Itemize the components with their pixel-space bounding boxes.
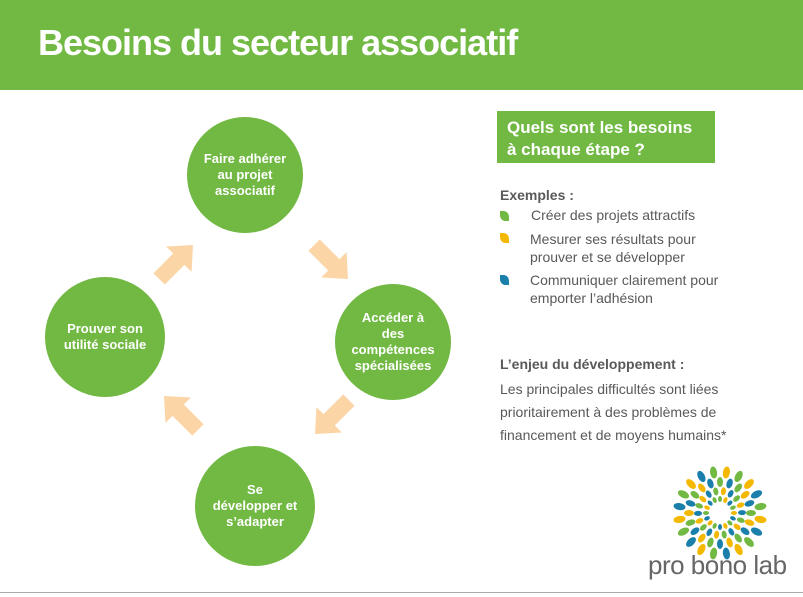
logo-leaf [736, 517, 745, 523]
question-box: Quels sont les besoins à chaque étape ? [497, 111, 715, 163]
cycle-step-join: Faire adhérer au projet associatif [187, 117, 303, 233]
logo-leaf [734, 543, 743, 556]
logo-leaf [723, 497, 728, 503]
arrow-up-left-icon [164, 396, 204, 436]
logo-leaf [730, 516, 736, 521]
logo-leaf [754, 515, 767, 523]
logo-leaf [673, 503, 686, 511]
logo-leaf [707, 520, 713, 526]
logo-leaf [714, 530, 720, 539]
logo-leaf [722, 547, 730, 560]
logo-leaf [736, 502, 745, 508]
logo-leaf [746, 510, 756, 516]
leaf-bullet-blue-icon [500, 275, 509, 285]
logo-leaf [705, 490, 712, 498]
cycle-step-skills: Accéder à des compétences spécialisées [335, 284, 451, 400]
logo-leaf [721, 530, 727, 539]
logo-leaf [712, 523, 717, 529]
logo-leaf [697, 543, 706, 556]
logo-leaf [685, 519, 696, 526]
logo-leaf [712, 497, 717, 503]
logo-leaf [706, 528, 713, 536]
leaf-bullet-green-icon [500, 211, 509, 221]
logo-leaf [744, 537, 754, 547]
logo-leaf [723, 523, 728, 529]
logo-leaf [728, 528, 735, 536]
logo-leaf [754, 503, 767, 511]
logo-leaf [677, 527, 690, 536]
logo-leaf [699, 495, 707, 503]
logo-leaf [673, 515, 686, 523]
logo-leaf [718, 496, 722, 502]
logo-leaf [740, 490, 750, 499]
logo-leaf [686, 479, 696, 489]
logo-text: pro bono lab [648, 550, 787, 580]
logo-leaf [695, 503, 704, 509]
logo-leaf [699, 524, 707, 531]
logo-leaf [694, 510, 703, 516]
arrow-down-left-icon [315, 394, 355, 434]
logo-leaf [707, 500, 713, 506]
logo-leaf [697, 533, 706, 543]
logo-leaf [677, 490, 690, 499]
logo-leaf [704, 516, 710, 521]
logo-leaf [731, 511, 737, 515]
logo-leaf [697, 483, 706, 493]
logo-leaf [718, 524, 722, 530]
logo-leaf [685, 500, 696, 507]
development-text: Les principales difficultés sont liées p… [500, 381, 727, 443]
logo-leaf [727, 520, 733, 526]
logo-leaf [720, 487, 726, 496]
logo-leaf [744, 519, 755, 526]
logo-leaf [733, 523, 741, 531]
cycle-step-prove: Prouver son utilité sociale [45, 277, 165, 397]
logo-leaf [710, 547, 718, 560]
logo-leaf [730, 505, 736, 510]
logo-leaf [695, 518, 704, 524]
cycle-step-develop: Se développer et s’adapter [195, 446, 315, 566]
logo-leaf [703, 511, 709, 515]
logo-leaf [684, 510, 694, 516]
logo-leaf [722, 466, 730, 479]
logo-leaf [690, 527, 700, 536]
logo-leaf [726, 537, 733, 548]
example-item: Créer des projets attractifs [531, 207, 696, 223]
logo-leaf [727, 490, 734, 498]
logo-leaf [740, 527, 750, 536]
arrow-down-right-icon [308, 239, 348, 279]
logo-leaf [734, 533, 743, 543]
footer-divider [0, 592, 803, 593]
example-item: Mesurer ses résultats pour prouver et se… [530, 231, 696, 265]
logo-leaf [734, 470, 743, 483]
logo-leaf [697, 470, 706, 483]
logo-leaf [713, 487, 719, 496]
logo-leaf [704, 505, 710, 510]
logo-leaf [750, 490, 763, 499]
development-label: L’enjeu du développement : [500, 356, 685, 372]
logo-leaf [726, 478, 733, 489]
logo-leaf [710, 466, 718, 479]
arrow-up-right-icon [153, 245, 193, 285]
logo-leaf [750, 527, 763, 536]
logo-leaf [707, 537, 714, 548]
example-item: Communiquer clairement pour emporter l’a… [530, 272, 719, 306]
examples-label: Exemples : [500, 187, 574, 203]
logo-leaf [717, 477, 723, 487]
logo-leaf [744, 500, 755, 507]
logo-leaf [744, 479, 754, 489]
logo-leaf [717, 539, 723, 549]
page-title: Besoins du secteur associatif [38, 22, 518, 63]
leaf-bullet-yellow-icon [500, 233, 509, 243]
logo-leaf [737, 510, 746, 516]
pro-bono-lab-logo-icon [673, 466, 767, 560]
logo-leaf [707, 478, 714, 489]
logo-leaf [727, 500, 733, 506]
logo-leaf [690, 490, 700, 499]
logo-leaf [734, 483, 743, 493]
logo-leaf [686, 537, 696, 547]
header-banner: Besoins du secteur associatif [0, 0, 803, 90]
logo-leaf [733, 495, 741, 502]
